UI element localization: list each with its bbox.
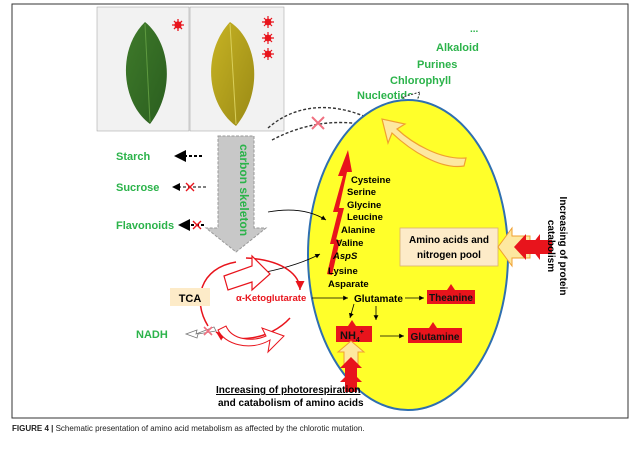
photorespiration-red-arrow-2 — [340, 371, 362, 392]
ketoglutarate-label: α-Ketoglutarate — [236, 293, 306, 304]
tca-box — [170, 288, 210, 306]
photorespiration-line1: Increasing of photorespiration — [216, 385, 360, 396]
product-chlorophyll: Chlorophyll — [390, 75, 451, 87]
protein-catabolism-arrows: Increasing of protein catabolism — [497, 197, 568, 296]
nadh-outline-arrow — [184, 326, 217, 339]
sucrose-block-cross — [185, 182, 195, 192]
tca-outline-arrow-2 — [217, 325, 285, 354]
amino-acid-label: AspS — [332, 251, 358, 262]
theanine-label: Theanine — [429, 293, 473, 304]
flavonoids-arrowhead — [178, 219, 190, 231]
carbon-skeleton-arrow-shape — [204, 135, 268, 253]
photorespiration-arrows: Increasing of photorespiration and catab… — [216, 340, 366, 409]
amino-acid-list: Cysteine Serine Glycine Leucine Alanine … — [328, 175, 391, 290]
cycle-to-aminoacids-connector — [265, 253, 321, 273]
protein-catabolism-line2: catabolism — [545, 220, 556, 272]
pool-to-products-arrow — [381, 118, 467, 168]
amino-acid-label: Alanine — [341, 225, 375, 236]
flavonoids-block-cross — [192, 220, 202, 230]
protein-inflow-red-arrow-1 — [514, 234, 540, 260]
amino-acid-label: Glycine — [347, 200, 381, 211]
product-nucleotides: Nucleotides — [357, 90, 419, 102]
carbon-skeleton-label: carbon skeleton — [237, 144, 251, 236]
compound-nadh: NADH — [136, 329, 168, 341]
amino-acid-ladder-arrow — [327, 150, 352, 275]
caption-label: FIGURE 4 | — [12, 424, 54, 433]
photorespiration-outline-arrow — [336, 340, 366, 365]
compound-flavonoids: Flavonoids — [116, 220, 174, 232]
photorespiration-line1-text: Increasing of photorespiration — [216, 385, 360, 396]
green-leaf-mutation-star-icon — [172, 19, 184, 31]
nh4-subscript: 4 — [356, 337, 360, 344]
figure-caption: FIGURE 4 | Schematic presentation of ami… — [12, 424, 628, 433]
glutamine-increase-marker — [429, 322, 437, 328]
product-flow-arc-1 — [267, 106, 369, 129]
product-ellipsis: ... — [470, 24, 479, 35]
glutamate-label: Glutamate — [354, 294, 403, 305]
product-alkaloid: Alkaloid — [436, 42, 479, 54]
tca-cycle-arc-top — [245, 257, 305, 291]
compound-starch: Starch — [116, 151, 151, 163]
photorespiration-line2: and catabolism of amino acids — [218, 398, 364, 409]
carbon-skeleton-arrow: carbon skeleton — [204, 135, 268, 253]
tca-cycle-arc-left — [199, 261, 237, 327]
tca-label: TCA — [179, 293, 202, 305]
leaf-photos — [96, 6, 285, 132]
glutamate-to-nh4-arrow — [349, 303, 355, 319]
product-purines: Purines — [417, 59, 457, 71]
left-compounds-group: Starch Sucrose Flavonoids NADH — [116, 150, 217, 341]
protein-inflow-red-arrow-2 — [530, 234, 552, 260]
starch-arrowhead — [174, 150, 186, 162]
compound-sucrose: Sucrose — [116, 182, 159, 194]
amino-acid-label: Asparate — [328, 279, 369, 290]
nh4-increase-marker — [348, 320, 356, 326]
caption-text: Schematic presentation of amino acid met… — [53, 424, 365, 433]
figure-frame — [11, 3, 629, 419]
tca-outline-arrow — [223, 254, 271, 292]
nitrogen-assimilation: Glutamate Theanine NH4+ Glutamine — [312, 284, 475, 344]
amino-acid-label: Cysteine — [351, 175, 391, 186]
nh4-superscript: + — [360, 329, 364, 336]
amino-acid-label: Serine — [347, 187, 376, 198]
nh4-base: NH — [340, 330, 356, 342]
nh4-label: NH4+ — [340, 329, 364, 344]
glutamine-label: Glutamine — [411, 332, 460, 343]
green-leaf-icon — [125, 22, 167, 124]
theanine-box — [427, 290, 475, 304]
sucrose-arrowhead — [172, 183, 180, 191]
protein-catabolism-line1: Increasing of protein — [557, 197, 568, 296]
nadh-block-cross — [203, 326, 213, 336]
tca-cycle: TCA α-Ketoglutarate — [170, 254, 306, 354]
nh4-box — [336, 326, 372, 342]
nitrogen-pool-box-bg — [399, 227, 499, 267]
nitrogen-pool-line2: nitrogen pool — [417, 250, 481, 261]
green-leaf-vein — [144, 23, 151, 123]
amino-acid-label: Valine — [336, 238, 363, 249]
photorespiration-red-arrow-1 — [340, 357, 362, 378]
theanine-increase-marker — [447, 284, 455, 290]
amino-acid-label: Lysine — [328, 266, 358, 277]
glutamine-box — [408, 328, 462, 343]
nitrogen-pool-box: Amino acids and nitrogen pool — [399, 227, 499, 267]
product-flow-block-cross — [311, 116, 325, 130]
yellow-leaf-vein — [229, 23, 237, 125]
skeleton-to-aminoacids-connector — [267, 209, 327, 221]
products-group: ... Alkaloid Purines Chlorophyll Nucleot… — [357, 24, 479, 102]
yellow-leaf-mutation-stars-icon — [262, 16, 274, 60]
nitrogen-pool-line1: Amino acids and — [409, 235, 489, 246]
amino-acid-label: Leucine — [347, 212, 383, 223]
